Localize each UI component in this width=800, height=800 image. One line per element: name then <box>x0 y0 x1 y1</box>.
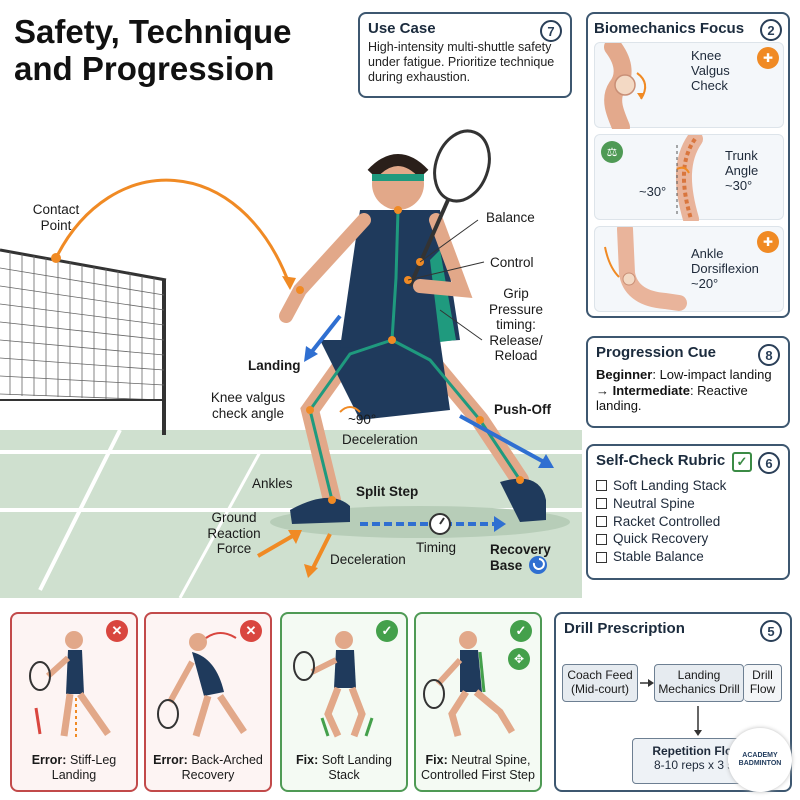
rubric-item[interactable]: Racket Controlled <box>596 513 780 531</box>
back-arched-figure <box>157 632 247 738</box>
court-illustration <box>0 129 582 598</box>
rubric-item[interactable]: Stable Balance <box>596 548 780 566</box>
knee-joint-illustration <box>604 38 647 136</box>
soft-landing-figure <box>293 631 374 738</box>
rubric-heading: Self-Check Rubric <box>596 452 726 469</box>
timing-label: Timing <box>416 540 457 555</box>
contact-point-label: Contact Point <box>32 202 80 233</box>
fix-check-icon: ✓ <box>376 620 398 642</box>
repetition-title: Repetition Flow <box>652 744 742 758</box>
error-tile-stiff-leg: ✕ Error: Stiff-Leg Landing <box>10 612 138 792</box>
checklist-icon: ✓ <box>732 452 752 472</box>
trunk-panel: ⚖ ~30° Trunk Angle ~30° <box>594 131 784 227</box>
use-case-badge: 7 <box>540 20 562 42</box>
error-x-icon: ✕ <box>106 620 128 642</box>
rubric-item[interactable]: Quick Recovery <box>596 530 780 548</box>
page-title: Safety, Technique and Progression <box>14 13 292 87</box>
deceleration-lower-label: Deceleration <box>330 552 406 567</box>
beginner-label: Beginner <box>596 367 653 382</box>
use-case-body: High-intensity multi-shuttle safety unde… <box>368 40 555 84</box>
landing-label: Landing <box>248 358 301 373</box>
knee-valgus-label: Knee Valgus Check <box>691 48 730 93</box>
drill-badge: 5 <box>760 620 782 642</box>
knee-valgus-check-label: Knee valgus check angle <box>210 390 286 421</box>
fix-tile-soft-landing: ✓ Fix: Soft Landing Stack <box>280 612 408 792</box>
rubric-item[interactable]: Neutral Spine <box>596 495 780 513</box>
recovery-base-label: Recovery Base <box>490 542 551 573</box>
rubric-item[interactable]: Soft Landing Stack <box>596 477 780 495</box>
beginner-text: : Low-impact landing <box>652 367 772 382</box>
use-case-card: Use Case High-intensity multi-shuttle sa… <box>358 12 572 98</box>
drill-flow-box: Drill Flow <box>744 664 782 702</box>
neutral-spine-figure <box>423 631 516 737</box>
balance-label: Balance <box>486 210 535 225</box>
checkbox[interactable] <box>596 480 607 492</box>
progression-card: Progression Cue 8 Beginner: Low-impact l… <box>586 336 790 428</box>
knee-angle-label: ~90° <box>348 412 377 427</box>
ankle-icon: ✚ <box>757 231 779 253</box>
ankle-panel: Ankle Dorsiflexion ~20° ✚ <box>594 221 784 312</box>
trunk-angle-label: Trunk Angle ~30° <box>725 148 759 193</box>
biomechanics-heading: Biomechanics Focus <box>594 20 745 37</box>
rubric-badge: 6 <box>758 452 780 474</box>
progression-heading: Progression Cue <box>596 344 717 361</box>
spine-illustration <box>676 131 703 227</box>
grip-pressure-label: Grip Pressure timing: Release/ Reload <box>488 286 544 364</box>
repetition-text: 8-10 reps x 3 se <box>653 758 741 772</box>
fix-caption-1: Fix: Soft Landing Stack <box>296 753 392 782</box>
coach-feed-box: Coach Feed (Mid-court) <box>562 664 638 702</box>
fix-tile-neutral-spine: ✓ ✥ Fix: Neutral Spine, Controlled First… <box>414 612 542 792</box>
stiff-leg-figure <box>29 631 111 738</box>
checkbox[interactable] <box>596 551 607 563</box>
academy-logo: ACADEMY BADMINTON <box>728 728 792 792</box>
ankle-joint-illustration <box>604 221 687 311</box>
biomechanics-badge: 2 <box>760 19 782 41</box>
net <box>0 248 167 435</box>
intermediate-text: : Reactive landing. <box>596 382 748 414</box>
progression-body: Beginner: Low-impact landing → Intermedi… <box>596 367 780 414</box>
deceleration-upper-label: Deceleration <box>342 432 418 447</box>
fix-check-icon: ✓ <box>510 620 532 642</box>
checkbox[interactable] <box>596 533 607 545</box>
move-arrows-icon: ✥ <box>508 648 530 670</box>
drill-flow-arrows <box>640 679 702 736</box>
ground-reaction-force-label: Ground Reaction Force <box>207 510 261 557</box>
landing-drill-box: Landing Mechanics Drill <box>654 664 744 702</box>
control-label: Control <box>490 255 534 270</box>
push-off-label: Push-Off <box>494 402 551 417</box>
ankles-label: Ankles <box>252 476 293 491</box>
error-x-icon: ✕ <box>240 620 262 642</box>
split-step-label: Split Step <box>356 484 419 499</box>
knee-icon: ✚ <box>757 47 779 69</box>
drill-heading: Drill Prescription <box>564 620 685 637</box>
rubric-list: Soft Landing Stack Neutral Spine Racket … <box>596 477 780 566</box>
trunk-angle-readout: ~30° <box>639 184 667 199</box>
error-tile-back-arched: ✕ Error: Back-Arched Recovery <box>144 612 272 792</box>
biomechanics-card: Biomechanics Focus 2 Knee Valgus Check ✚… <box>586 12 790 318</box>
knee-panel: Knee Valgus Check ✚ <box>594 38 784 136</box>
progression-arrow: → <box>596 382 609 398</box>
drill-prescription-card: Drill Prescription 5 Coach Feed (Mid-cou… <box>554 612 792 792</box>
intermediate-label: Intermediate <box>612 382 690 398</box>
ankle-dorsiflexion-label: Ankle Dorsiflexion ~20° <box>691 246 759 291</box>
fix-caption-2: Fix: Neutral Spine, Controlled First Ste… <box>421 753 535 782</box>
error-caption-2: Error: Back-Arched Recovery <box>153 753 263 782</box>
use-case-heading: Use Case <box>368 20 436 37</box>
self-check-rubric-card: Self-Check Rubric ✓ 6 Soft Landing Stack… <box>586 444 790 580</box>
error-caption-1: Error: Stiff-Leg Landing <box>31 753 117 782</box>
balance-scale-icon: ⚖ <box>601 141 623 163</box>
progression-badge: 8 <box>758 344 780 366</box>
checkbox[interactable] <box>596 498 607 510</box>
checkbox[interactable] <box>596 516 607 528</box>
court-scene: Contact Point Balance Control Grip Press… <box>0 90 582 598</box>
